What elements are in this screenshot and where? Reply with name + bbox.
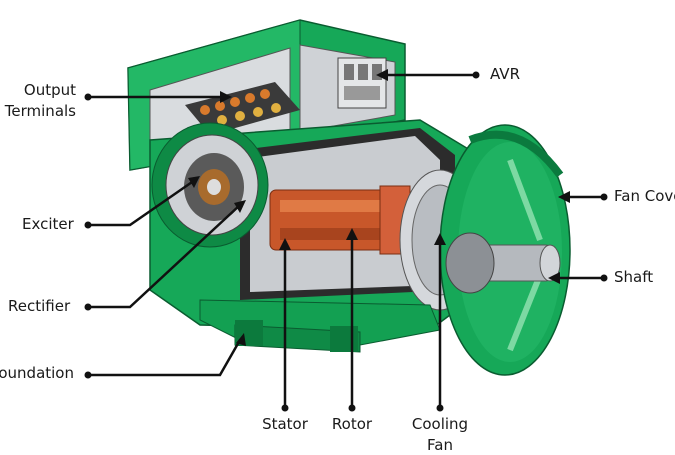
exciter-assembly	[151, 122, 269, 248]
label-stator: Stator	[262, 415, 308, 433]
label-cooling-fan: Cooling Fan	[405, 414, 475, 455]
leader-dots	[84, 71, 608, 412]
leader-lines	[88, 73, 604, 408]
leader-foundation	[88, 339, 242, 377]
label-cooling-fan-line2: Fan	[427, 436, 453, 454]
label-output-terminals-line2: Terminals	[4, 102, 76, 120]
label-shaft: Shaft	[614, 268, 654, 286]
label-output-terminals: Output Terminals	[0, 80, 76, 122]
avr-module	[337, 57, 387, 109]
leader-exciter	[88, 178, 196, 227]
shaft	[445, 232, 561, 294]
leader-rectifier	[88, 204, 241, 309]
leader-arrowheads	[188, 69, 570, 346]
label-foundation: Foundation	[0, 364, 74, 382]
rotor-assembly	[269, 185, 411, 255]
label-rotor: Rotor	[331, 415, 373, 433]
label-avr: AVR	[490, 65, 520, 83]
output-terminals-block	[185, 82, 300, 135]
label-rectifier: Rectifier	[8, 297, 71, 315]
label-output-terminals-line1: Output	[23, 81, 76, 99]
foundation-base	[199, 299, 441, 353]
label-exciter: Exciter	[22, 215, 74, 233]
label-cooling-fan-line1: Cooling	[411, 415, 469, 433]
label-fan-cover: Fan Cover	[614, 187, 675, 205]
